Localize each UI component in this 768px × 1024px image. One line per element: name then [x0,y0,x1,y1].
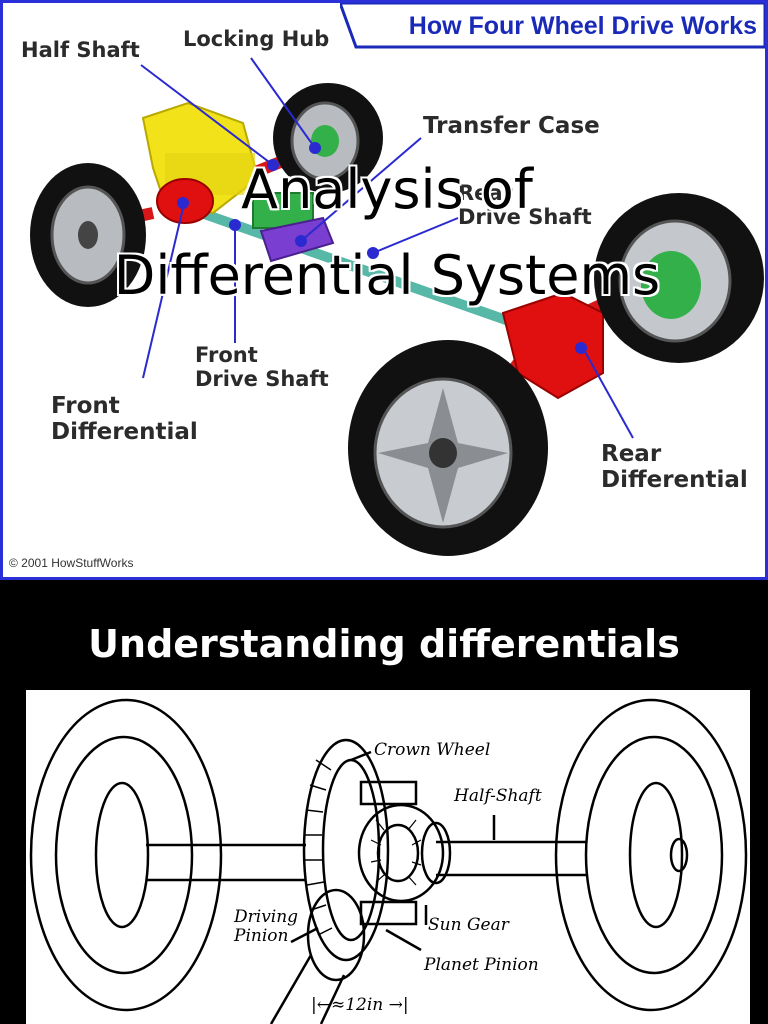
slide-title-line2: Differential Systems [113,244,661,307]
copyright-notice: © 2001 HowStuffWorks [9,556,134,570]
sketch-label-crown-wheel: Crown Wheel [374,740,491,760]
wheel-front-right [273,83,383,193]
sketch-label-half-shaft: Half-Shaft [454,786,542,806]
label-front-differential: Front Differential [51,393,198,446]
leader-dots [177,142,587,354]
sketch-label-dimension: |←≈12in →| [311,995,409,1015]
sketch-label-sun-gear: Sun Gear [428,915,509,935]
slide-title-line1: Analysis of [241,158,533,221]
crown-wheel-teeth [305,759,333,936]
sketch-wheel-right [554,698,748,1012]
drivetrain-illustration [30,57,764,556]
banner-title: How Four Wheel Drive Works [408,12,757,40]
sketch-label-planet-pinion: Planet Pinion [424,955,539,975]
label-transfer-case: Transfer Case [423,113,600,139]
sketch-crown-wheel [302,738,390,962]
differential-line-drawing [29,698,748,1024]
leader-lines [140,57,634,439]
label-rear-differential: Rear Differential [601,441,748,494]
diagram-banner: How Four Wheel Drive Works [340,3,765,51]
label-rear-drive-shaft: Rear Drive Shaft [458,181,592,230]
label-locking-hub: Locking Hub [183,27,330,51]
wheel-rear-left [348,340,548,556]
wheel-front-left [30,163,146,307]
differential-sketch: Crown Wheel Half-Shaft Driving Pinion Su… [26,690,750,1024]
sketch-wheel-left [29,698,223,1012]
sketch-planet-cage [357,803,445,903]
sketch-driving-pinion [306,888,366,982]
sketch-sun-gear [420,821,452,885]
wheel-rear-right [594,193,764,363]
slide-subtitle: Understanding differentials [88,622,680,666]
label-half-shaft: Half Shaft [21,38,140,62]
four-wheel-drive-diagram: How Four Wheel Drive Works Half Shaft Lo… [0,0,768,580]
sketch-label-driving-pinion: Driving Pinion [234,907,299,946]
label-front-drive-shaft: Front Drive Shaft [195,343,329,392]
planet-teeth [370,819,422,886]
